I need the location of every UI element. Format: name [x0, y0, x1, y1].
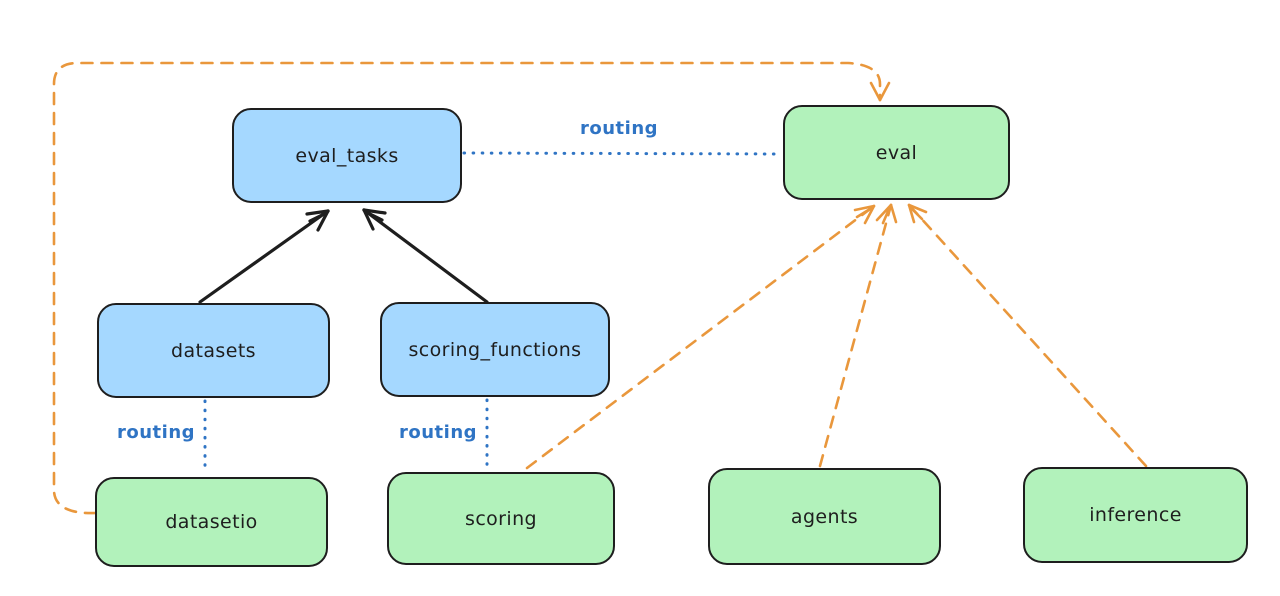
- node-scoring-functions-label: scoring_functions: [408, 338, 582, 361]
- node-scoring-functions: scoring_functions: [380, 302, 610, 397]
- edge-datasets-eval_tasks: [198, 209, 330, 304]
- node-agents: agents: [708, 468, 941, 565]
- edge-scoring_functions-eval_tasks: [362, 208, 489, 304]
- node-datasetio-label: datasetio: [165, 511, 258, 533]
- node-datasets-label: datasets: [171, 339, 256, 362]
- node-eval: eval: [783, 105, 1010, 200]
- edge-label-routing-datasets: routing: [117, 422, 196, 443]
- node-eval-tasks: eval_tasks: [232, 108, 462, 203]
- edge-eval_tasks-eval-routing: [462, 151, 784, 156]
- edge-scoring-eval: [525, 204, 876, 470]
- edge-agents-eval: [818, 203, 898, 468]
- node-eval-tasks-label: eval_tasks: [295, 144, 399, 167]
- edge-label-routing-top: routing: [580, 118, 659, 139]
- node-inference-label: inference: [1089, 504, 1182, 526]
- node-eval-label: eval: [875, 141, 918, 164]
- edge-label-routing-scoring: routing: [399, 422, 478, 443]
- node-scoring: scoring: [387, 472, 615, 565]
- node-agents-label: agents: [790, 505, 859, 528]
- node-scoring-label: scoring: [465, 507, 537, 530]
- node-inference: inference: [1023, 467, 1248, 563]
- node-datasetio: datasetio: [95, 477, 328, 567]
- edge-datasetio-eval: [52, 61, 891, 515]
- edge-inference-eval: [907, 203, 1148, 468]
- node-datasets: datasets: [97, 303, 330, 398]
